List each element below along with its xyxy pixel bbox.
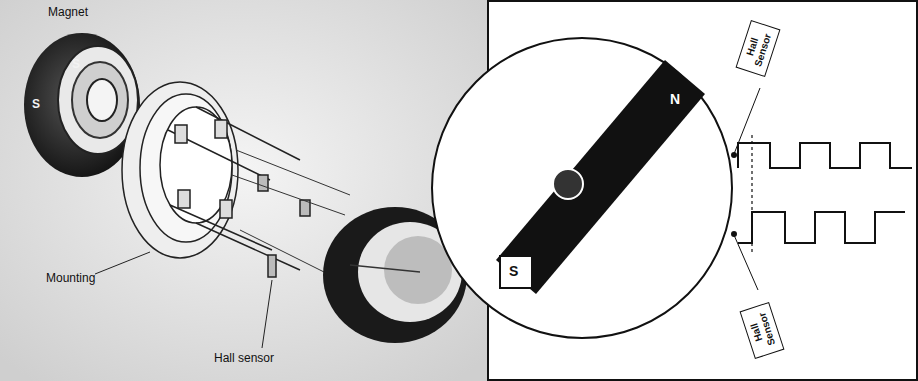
rotor-circle — [432, 38, 732, 338]
leader-lines — [95, 252, 272, 348]
sensor-label: Hall Sensor — [742, 26, 774, 71]
part-label: S — [32, 98, 40, 111]
part-label: Hall sensor — [214, 352, 274, 365]
pole-letter: N — [670, 92, 680, 107]
bar-magnet — [496, 60, 705, 294]
part-label: Mounting — [46, 272, 95, 285]
hall-waveforms — [732, 88, 912, 290]
pole-letter: S — [509, 264, 518, 279]
mounting — [122, 82, 310, 277]
part-label: S — [72, 58, 80, 71]
part-label: Magnet — [48, 6, 88, 19]
photo-ground — [0, 0, 487, 381]
sensor-label: Hall Sensor — [746, 308, 778, 353]
